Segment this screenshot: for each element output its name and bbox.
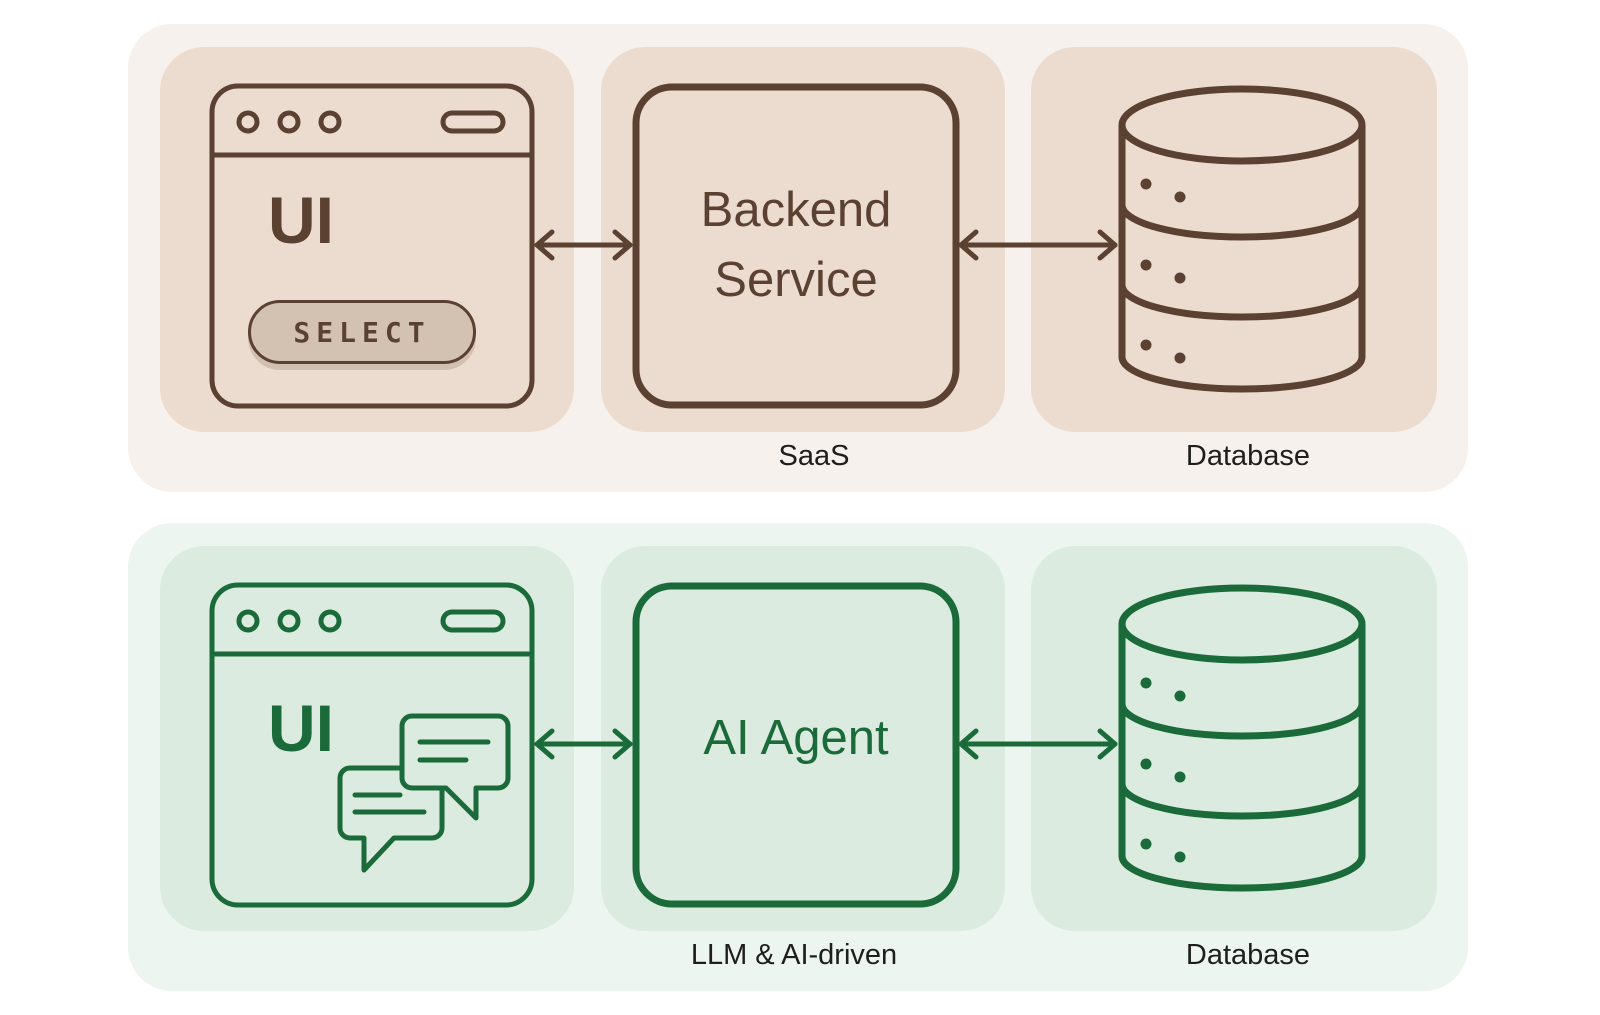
select-button[interactable]: SELECT xyxy=(248,300,476,364)
ui-card xyxy=(160,47,574,432)
backend-card xyxy=(601,47,1005,432)
browser-window-icon xyxy=(209,582,535,908)
bidirectional-arrow-icon xyxy=(958,728,1118,760)
llm-caption: LLM & AI-driven xyxy=(690,939,898,971)
chat-bubbles-icon xyxy=(337,713,511,873)
backend-service-box xyxy=(632,83,960,409)
ai-agent-card xyxy=(601,546,1005,931)
database-icon xyxy=(1122,588,1362,888)
ai-database-caption: Database xyxy=(1185,939,1311,971)
backend-label-line2: Service xyxy=(714,253,878,307)
ai-agent-label: AI Agent xyxy=(703,711,889,765)
bidirectional-arrow-icon xyxy=(958,229,1118,261)
bidirectional-arrow-icon xyxy=(534,229,633,261)
database-indicator-dots xyxy=(1140,178,1186,364)
backend-label-line1: Backend xyxy=(700,183,892,237)
saas-ui-label: UI xyxy=(268,183,334,257)
browser-window-icon xyxy=(209,83,535,409)
ai-agent-box xyxy=(632,582,960,908)
backend-service-label: Backend Service xyxy=(701,175,892,315)
ai-ui-label: UI xyxy=(268,691,334,765)
database-indicator-dots xyxy=(1140,677,1186,863)
bidirectional-arrow-icon xyxy=(534,728,633,760)
saas-database-caption: Database xyxy=(1185,440,1311,472)
database-icon xyxy=(1122,89,1362,389)
saas-caption: SaaS xyxy=(778,440,850,472)
